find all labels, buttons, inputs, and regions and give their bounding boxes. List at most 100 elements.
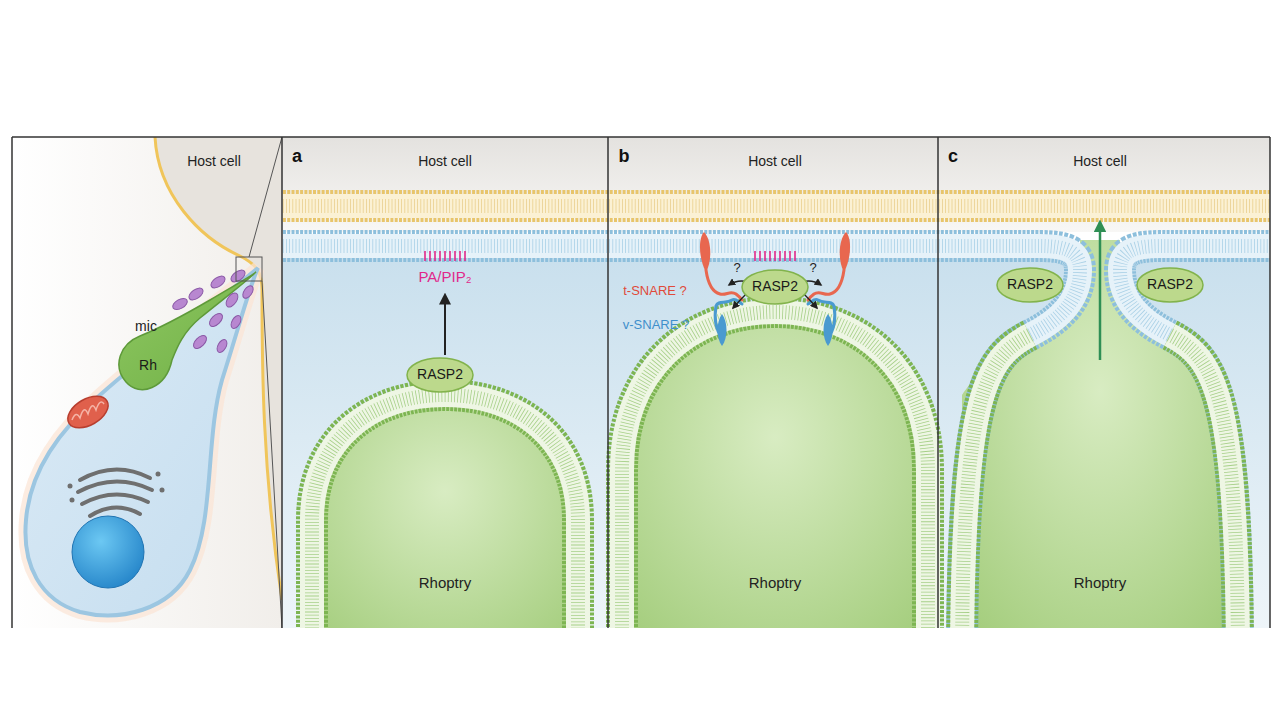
protein-label: v-SNARE ?: [623, 318, 689, 332]
protein-name: RASP2: [752, 279, 798, 294]
lipid-core: [312, 395, 578, 628]
zoom-box: [236, 257, 262, 281]
overview-panel: [12, 137, 282, 628]
lipid-heads: [312, 395, 578, 628]
lipid-marks: [425, 251, 465, 261]
rhoptry-b: [622, 312, 928, 628]
rhoptry-organelle: [119, 272, 256, 390]
microneme: [241, 284, 256, 300]
panel-letter: b: [619, 147, 630, 167]
lipid-tails: [622, 312, 928, 628]
oval-shape: [1137, 268, 1203, 302]
lipid-marks: [755, 251, 795, 261]
golgi-cisterna: [82, 494, 148, 504]
microneme: [207, 311, 225, 329]
vesicle: [160, 488, 165, 493]
vesicle: [156, 472, 161, 477]
mitochondrion: [62, 390, 113, 435]
snare-right: [802, 232, 850, 346]
lipid-tails: [282, 199, 1270, 213]
zoom-line: [249, 137, 282, 257]
golgi: [78, 469, 152, 516]
organelle-label: Rhoptry: [749, 575, 802, 592]
protein-oval: RASP2: [406, 357, 474, 393]
protein-oval: RASP2: [996, 267, 1064, 303]
golgi-cisterna: [80, 469, 150, 480]
frame-line: [1269, 137, 1271, 628]
parasite-body: [25, 268, 258, 615]
host-membrane: [282, 206, 1270, 207]
frame-line: [607, 137, 609, 628]
region-label: Host cell: [1073, 154, 1127, 169]
microneme: [215, 338, 229, 354]
lipid-heads: [962, 335, 1030, 628]
microneme: [229, 268, 247, 285]
secretion-arrow: [1099, 222, 1102, 360]
snare-left: [700, 232, 748, 346]
v-snare-anchor: [718, 314, 727, 346]
microneme: [191, 333, 209, 351]
lipid-core: [1120, 246, 1270, 628]
t-snare-anchor: [840, 232, 850, 272]
lipid-core: [1170, 335, 1238, 628]
frame-line: [281, 137, 283, 628]
region-label: Host cell: [187, 154, 241, 169]
rhoptry-c-walls: [962, 335, 1238, 628]
region-label: Host cell: [418, 154, 472, 169]
frame-line: [11, 137, 13, 628]
lipid-heads: [622, 312, 928, 628]
cristae: [72, 402, 104, 420]
question-mark: ?: [733, 261, 740, 275]
mitochondrion-body: [62, 390, 113, 435]
rhoptry-lumen: [312, 395, 578, 628]
recruitment-arrow: [444, 295, 446, 355]
lipid-heads: [1170, 335, 1238, 628]
protein-oval: RASP2: [741, 269, 809, 305]
zoom-line: [262, 281, 282, 628]
lipid-heads: [282, 246, 1080, 628]
extracellular-ground: [12, 137, 282, 628]
question-mark: ?: [809, 261, 816, 275]
microneme: [209, 274, 227, 291]
zoom-panels: [282, 137, 1270, 628]
lipid-tails: [312, 395, 578, 628]
protein-oval: RASP2: [1136, 267, 1204, 303]
microneme: [229, 314, 243, 330]
lipid-tails: [282, 246, 1080, 628]
oval-shape: [407, 358, 473, 392]
golgi-vesicles: [68, 472, 165, 503]
microneme: [187, 286, 205, 303]
lipid-core: [962, 335, 1030, 628]
oval-shape: [997, 268, 1063, 302]
oval-shape: [742, 270, 808, 304]
vesicle: [68, 484, 73, 489]
golgi-cisterna: [78, 481, 152, 492]
microneme: [224, 291, 241, 309]
lipid-label: PA/PIP₂: [418, 269, 471, 286]
protein-name: RASP2: [1007, 277, 1053, 292]
organelle-label: Rhoptry: [1074, 575, 1127, 592]
frame-line: [12, 136, 1270, 138]
lipid-tails: [1120, 246, 1270, 628]
lipid-core: [282, 246, 1080, 628]
lipid-core: [622, 312, 928, 628]
golgi-cisterna: [90, 507, 140, 516]
lipid-tails: [1170, 335, 1238, 628]
protein-name: RASP2: [1147, 277, 1193, 292]
lipid-core: [282, 194, 1270, 218]
microneme: [171, 296, 189, 312]
organelle-label: Rh: [139, 358, 157, 373]
parasite-membrane: [282, 246, 1270, 628]
vesicle: [70, 498, 75, 503]
rhoptry-a: [312, 395, 578, 628]
panel-letter: c: [948, 147, 958, 167]
protein-label: t-SNARE ?: [623, 284, 687, 298]
panel-letter: a: [292, 147, 302, 167]
v-snare-anchor: [824, 314, 833, 346]
t-snare-anchor: [700, 232, 710, 272]
lipid-heads: [282, 190, 1270, 222]
organelle-label: Rhoptry: [419, 575, 472, 592]
